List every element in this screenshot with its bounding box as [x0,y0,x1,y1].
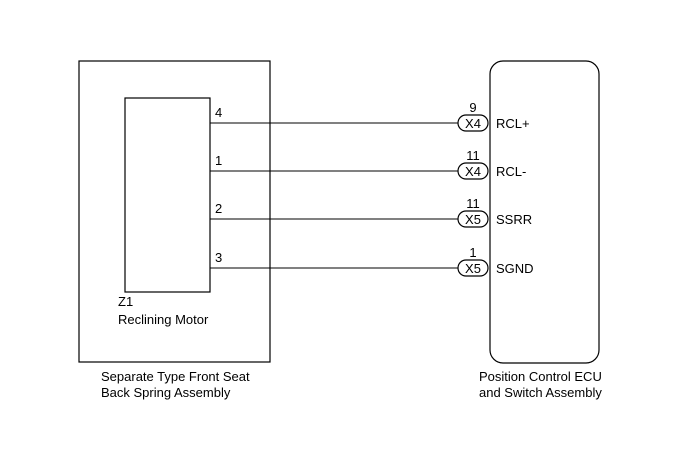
right-assembly-caption-line2: and Switch Assembly [479,385,602,400]
right-assembly-caption-line1: Position Control ECU [479,369,602,384]
motor-pin-number: 3 [215,250,222,265]
left-assembly-caption-line2: Back Spring Assembly [101,385,231,400]
reclining-motor-box [124,97,211,293]
connector-label: X4 [465,116,481,131]
ecu-pin-number: 11 [466,148,480,163]
connector-label: X5 [465,212,481,227]
left-assembly-caption-line1: Separate Type Front Seat [101,369,250,384]
ecu-pin-number: 1 [469,245,476,260]
motor-name-label: Reclining Motor [118,312,209,327]
signal-name: RCL- [496,164,526,179]
seat-back-assembly-box [78,60,271,363]
connector-shape [457,114,489,132]
motor-pin-number: 1 [215,153,222,168]
connector-label: X5 [465,261,481,276]
signal-name: SSRR [496,212,532,227]
connector-shape [457,210,489,228]
motor-pin-number: 4 [215,105,222,120]
ecu-pin-number: 9 [469,100,476,115]
signal-name: RCL+ [496,116,530,131]
connector-label: X4 [465,164,481,179]
position-control-ecu-box [489,60,600,364]
ecu-pin-number: 11 [466,196,480,211]
signal-name: SGND [496,261,534,276]
connector-shape [457,162,489,180]
connector-shape [457,259,489,277]
motor-pin-number: 2 [215,201,222,216]
motor-id-label: Z1 [118,294,133,309]
